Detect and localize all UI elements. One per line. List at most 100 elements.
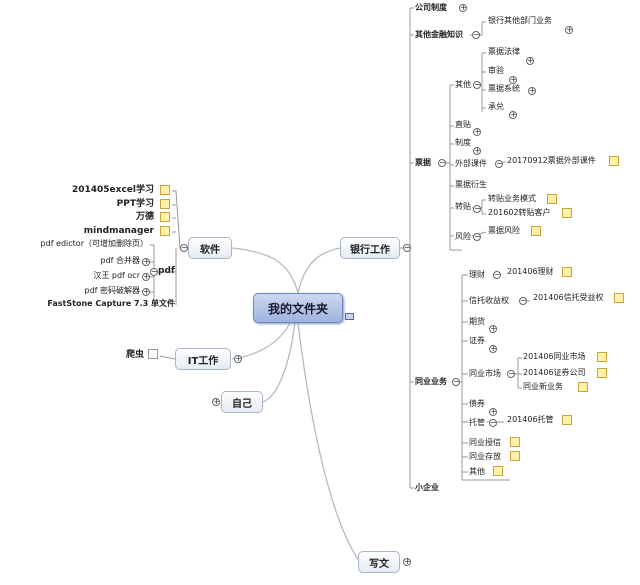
note-icon [597,352,607,362]
expand-circle-icon[interactable]: + [142,272,150,281]
node-market-file[interactable]: 201406证券公司 [523,368,586,377]
node-company[interactable]: 公司制度 [415,3,447,12]
collapse-circle-icon[interactable]: − [493,270,501,279]
node-bill-rediscount[interactable]: 转贴 [455,202,471,211]
expand-circle-icon[interactable]: + [509,110,517,119]
expand-circle-icon[interactable]: + [528,86,536,95]
node-other-finance[interactable]: 其他金融知识 [415,30,463,39]
expand-circle-icon[interactable]: + [473,146,481,155]
note-icon [510,451,520,461]
node-bill-system[interactable]: 制度 [455,138,471,147]
note-icon [597,368,607,378]
collapse-circle-icon[interactable]: − [180,243,188,252]
branch-bank[interactable]: 银行工作 [340,237,400,259]
collapse-circle-icon[interactable]: − [403,243,411,252]
node-risk-item[interactable]: 票据风险 [488,226,520,235]
pdf-item[interactable]: 汉王 pdf ocr [93,271,140,280]
software-item[interactable]: 201405excel学习 [71,185,154,195]
expand-circle-icon[interactable]: + [489,407,497,416]
node-bill-discount[interactable]: 直贴 [455,120,471,129]
expand-circle-icon[interactable]: + [459,3,467,12]
node-ib-futures[interactable]: 期货 [469,317,485,326]
expand-circle-icon[interactable]: + [212,397,220,406]
node-ib-other[interactable]: 其他 [469,467,485,476]
software-item[interactable]: PPT学习 [116,199,154,209]
node-bill-other-item[interactable]: 票据法律 [488,47,520,56]
pdf-item[interactable]: pdf 合并器 [100,256,140,265]
collapse-circle-icon[interactable]: − [519,296,527,305]
pdf-node[interactable]: pdf [158,266,175,276]
software-item[interactable]: 万德 [135,212,154,222]
node-rediscount-item[interactable]: 转贴业务模式 [488,194,536,203]
fastone-item[interactable]: FastStone Capture 7.3 单文件 [47,299,175,308]
node-ib-wm[interactable]: 理财 [469,270,485,279]
node-ib-credit[interactable]: 同业授信 [469,438,501,447]
collapse-circle-icon[interactable]: − [452,377,460,386]
node-interbank[interactable]: 同业业务 [415,377,447,386]
pdf-item[interactable]: pdf 密码破解器 [84,286,140,295]
node-small-biz[interactable]: 小企业 [415,483,439,492]
node-custody-file[interactable]: 201406托管 [507,415,554,424]
node-rediscount-item[interactable]: 201602转贴客户 [488,208,551,217]
collapse-circle-icon[interactable]: − [489,418,497,427]
collapse-circle-icon[interactable]: − [495,159,503,168]
root-node[interactable]: 我的文件夹 [253,293,343,323]
expand-circle-icon[interactable]: + [489,344,497,353]
expand-circle-icon[interactable]: + [509,75,517,84]
note-icon [160,226,170,236]
node-bill-risk[interactable]: 风险 [455,232,471,241]
expand-circle-icon[interactable]: + [473,127,481,136]
node-bill-other-item[interactable]: 承兑 [488,102,504,111]
link-self [262,322,296,403]
node-bill-other[interactable]: 其他 [455,80,471,89]
branch-software[interactable]: 软件 [188,237,232,259]
link-bank [297,247,341,294]
collapse-circle-icon[interactable]: − [507,369,515,378]
pdf-item[interactable]: pdf edictor（可增加删除页） [40,239,148,248]
expand-circle-icon[interactable]: + [565,25,573,34]
node-bill-external[interactable]: 外部课件 [455,159,487,168]
node-bill-derivative[interactable]: 票据衍生 [455,180,487,189]
expand-circle-icon[interactable]: + [403,557,411,566]
node-external-file[interactable]: 20170912票据外部课件 [507,156,596,165]
link-software [231,247,299,294]
node-ib-trust[interactable]: 信托收益权 [469,296,509,305]
software-item[interactable]: mindmanager [83,226,154,236]
node-bill-other-item[interactable]: 审验 [488,66,504,75]
node-trust-file[interactable]: 201406信托受益权 [533,293,604,302]
node-market-file[interactable]: 201406同业市场 [523,352,586,361]
node-bill[interactable]: 票据 [415,158,431,167]
branch-self[interactable]: 自己 [221,391,263,413]
node-bill-other-item[interactable]: 票据系统 [488,84,520,93]
it-item[interactable]: 爬虫 [125,350,144,360]
node-wm-file[interactable]: 201406理财 [507,267,554,276]
node-ib-deposit[interactable]: 同业存放 [469,452,501,461]
node-ib-bond[interactable]: 债券 [469,399,485,408]
node-other-depts[interactable]: 银行其他部门业务 [488,16,552,25]
expand-circle-icon[interactable]: + [142,287,150,296]
collapse-circle-icon[interactable]: − [473,204,481,213]
note-icon [493,466,503,476]
node-market-file[interactable]: 同业新业务 [523,382,563,391]
note-icon [562,267,572,277]
node-ib-market[interactable]: 同业市场 [469,369,501,378]
node-ib-securities[interactable]: 证券 [469,336,485,345]
collapse-circle-icon[interactable]: − [472,30,480,39]
collapse-circle-icon[interactable]: − [438,158,446,167]
collapse-circle-icon[interactable]: − [473,232,481,241]
note-icon [609,156,619,166]
expand-circle-icon[interactable]: + [142,257,150,266]
branch-writing[interactable]: 写文 [358,551,400,573]
root-label: 我的文件夹 [267,301,328,316]
expand-circle-icon[interactable]: + [526,56,534,65]
collapse-circle-icon[interactable]: − [473,80,481,89]
branch-it[interactable]: IT工作 [175,348,231,370]
expand-circle-icon[interactable]: + [234,354,242,363]
collapse-square-icon[interactable] [345,313,354,320]
node-ib-custody[interactable]: 托管 [469,418,485,427]
expand-circle-icon[interactable]: + [489,324,497,333]
collapse-circle-icon[interactable]: − [150,267,158,276]
note-icon [562,415,572,425]
note-icon [614,293,624,303]
note-icon [160,185,170,195]
